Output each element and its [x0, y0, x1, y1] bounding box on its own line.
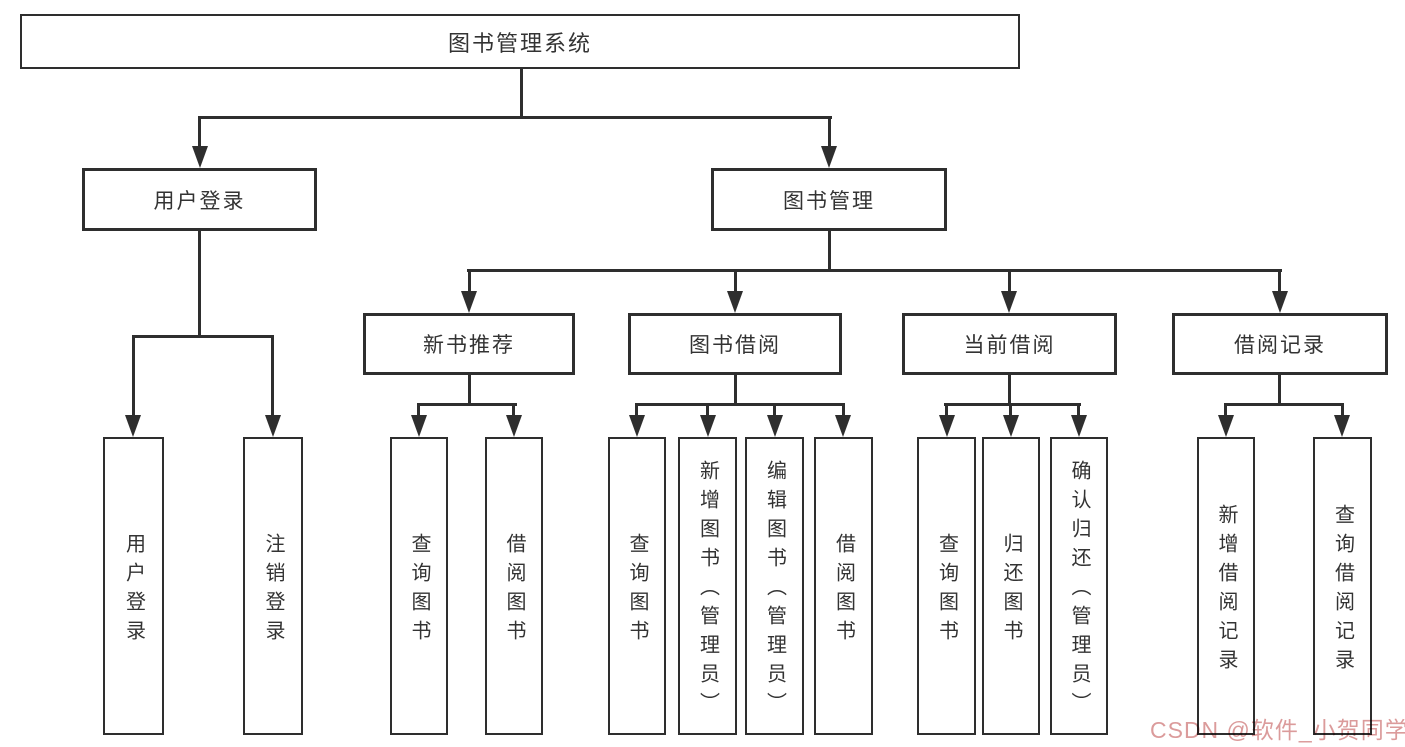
arrow-down-icon: [506, 415, 522, 437]
leaf-query-books-recommend-label: 查询图书: [408, 532, 430, 649]
node-borrowing-records: 借阅记录: [1172, 313, 1388, 375]
node-new-book-recommendation: 新书推荐: [363, 313, 575, 375]
connector-line: [842, 403, 845, 417]
leaf-query-books-current: 查询图书: [917, 437, 976, 735]
arrow-down-icon: [767, 415, 783, 437]
connector-line: [945, 403, 948, 417]
leaf-query-books-borrowing: 查询图书: [608, 437, 666, 735]
arrow-down-icon: [1218, 415, 1234, 437]
connector-line: [734, 269, 737, 293]
connector-line: [520, 69, 523, 117]
node-current-borrowing-label: 当前借阅: [963, 334, 1056, 357]
node-root-label: 图书管理系统: [447, 30, 592, 56]
watermark: CSDN @软件_小贺同学: [1150, 717, 1405, 743]
arrow-down-icon: [1334, 415, 1350, 437]
arrow-down-icon: [461, 291, 477, 313]
connector-line: [271, 335, 274, 417]
connector-line: [635, 403, 845, 406]
connector-line: [635, 403, 638, 417]
leaf-query-books-recommend: 查询图书: [390, 437, 448, 735]
connector-line: [706, 403, 709, 417]
arrow-down-icon: [192, 146, 208, 168]
node-root: 图书管理系统: [20, 14, 1020, 69]
connector-line: [417, 403, 420, 417]
leaf-add-books-admin: 新增图书（管理员）: [678, 437, 737, 735]
connector-line: [1341, 403, 1344, 417]
leaf-add-books-admin-label: 新增图书（管理员）: [696, 460, 719, 721]
arrow-down-icon: [1071, 415, 1087, 437]
arrow-down-icon: [835, 415, 851, 437]
leaf-query-books-current-label: 查询图书: [935, 532, 958, 649]
leaf-query-borrow-record-label: 查询借阅记录: [1331, 503, 1354, 678]
arrow-down-icon: [821, 146, 837, 168]
leaf-logout: 注销登录: [243, 437, 303, 735]
connector-line: [1077, 403, 1080, 417]
arrow-down-icon: [939, 415, 955, 437]
connector-line: [944, 403, 1081, 406]
connector-line: [132, 335, 135, 417]
node-user-login: 用户登录: [82, 168, 317, 231]
connector-line: [1224, 403, 1344, 406]
node-book-management-label: 图书管理: [783, 189, 875, 213]
connector-line: [1278, 269, 1281, 293]
leaf-query-books-borrowing-label: 查询图书: [626, 532, 648, 649]
connector-line: [512, 403, 515, 417]
connector-line: [417, 403, 517, 406]
leaf-user-login: 用户登录: [103, 437, 164, 735]
connector-line: [734, 375, 737, 406]
arrow-down-icon: [1001, 291, 1017, 313]
connector-line: [198, 116, 201, 148]
node-borrowing-records-label: 借阅记录: [1234, 334, 1326, 357]
connector-line: [1008, 269, 1011, 293]
connector-line: [468, 375, 471, 406]
connector-line: [1224, 403, 1227, 417]
leaf-query-borrow-record: 查询借阅记录: [1313, 437, 1372, 735]
connector-line: [1278, 375, 1281, 406]
connector-line: [198, 231, 201, 338]
arrow-down-icon: [411, 415, 427, 437]
node-book-management: 图书管理: [711, 168, 947, 231]
arrow-down-icon: [700, 415, 716, 437]
connector-line: [828, 116, 831, 148]
node-book-borrowing-label: 图书借阅: [689, 334, 781, 357]
leaf-return-books-label: 归还图书: [1000, 532, 1022, 649]
leaf-edit-books-admin: 编辑图书（管理员）: [745, 437, 804, 735]
arrow-down-icon: [1272, 291, 1288, 313]
leaf-add-borrow-record: 新增借阅记录: [1197, 437, 1255, 735]
leaf-borrow-books-borrowing-label: 借阅图书: [832, 532, 855, 649]
arrow-down-icon: [727, 291, 743, 313]
connector-line: [773, 403, 776, 417]
node-current-borrowing: 当前借阅: [902, 313, 1117, 375]
leaf-return-books: 归还图书: [982, 437, 1040, 735]
leaf-logout-label: 注销登录: [262, 532, 284, 649]
connector-line: [468, 269, 471, 293]
leaf-confirm-return-admin-label: 确认归还（管理员）: [1068, 460, 1090, 721]
leaf-add-borrow-record-label: 新增借阅记录: [1215, 503, 1237, 678]
leaf-confirm-return-admin: 确认归还（管理员）: [1050, 437, 1108, 735]
leaf-borrow-books-recommend: 借阅图书: [485, 437, 543, 735]
connector-line: [198, 116, 832, 119]
leaf-edit-books-admin-label: 编辑图书（管理员）: [763, 460, 786, 721]
connector-line: [132, 335, 274, 338]
leaf-borrow-books-recommend-label: 借阅图书: [503, 532, 525, 649]
connector-line: [467, 269, 1282, 272]
node-book-borrowing: 图书借阅: [628, 313, 842, 375]
leaf-user-login-label: 用户登录: [122, 532, 145, 649]
arrow-down-icon: [1003, 415, 1019, 437]
arrow-down-icon: [629, 415, 645, 437]
node-new-book-recommendation-label: 新书推荐: [423, 334, 515, 357]
leaf-borrow-books-borrowing: 借阅图书: [814, 437, 873, 735]
node-user-login-label: 用户登录: [153, 189, 246, 213]
arrow-down-icon: [125, 415, 141, 437]
arrow-down-icon: [265, 415, 281, 437]
connector-line: [828, 231, 831, 272]
connector-line: [1008, 375, 1011, 406]
connector-line: [1009, 403, 1012, 417]
